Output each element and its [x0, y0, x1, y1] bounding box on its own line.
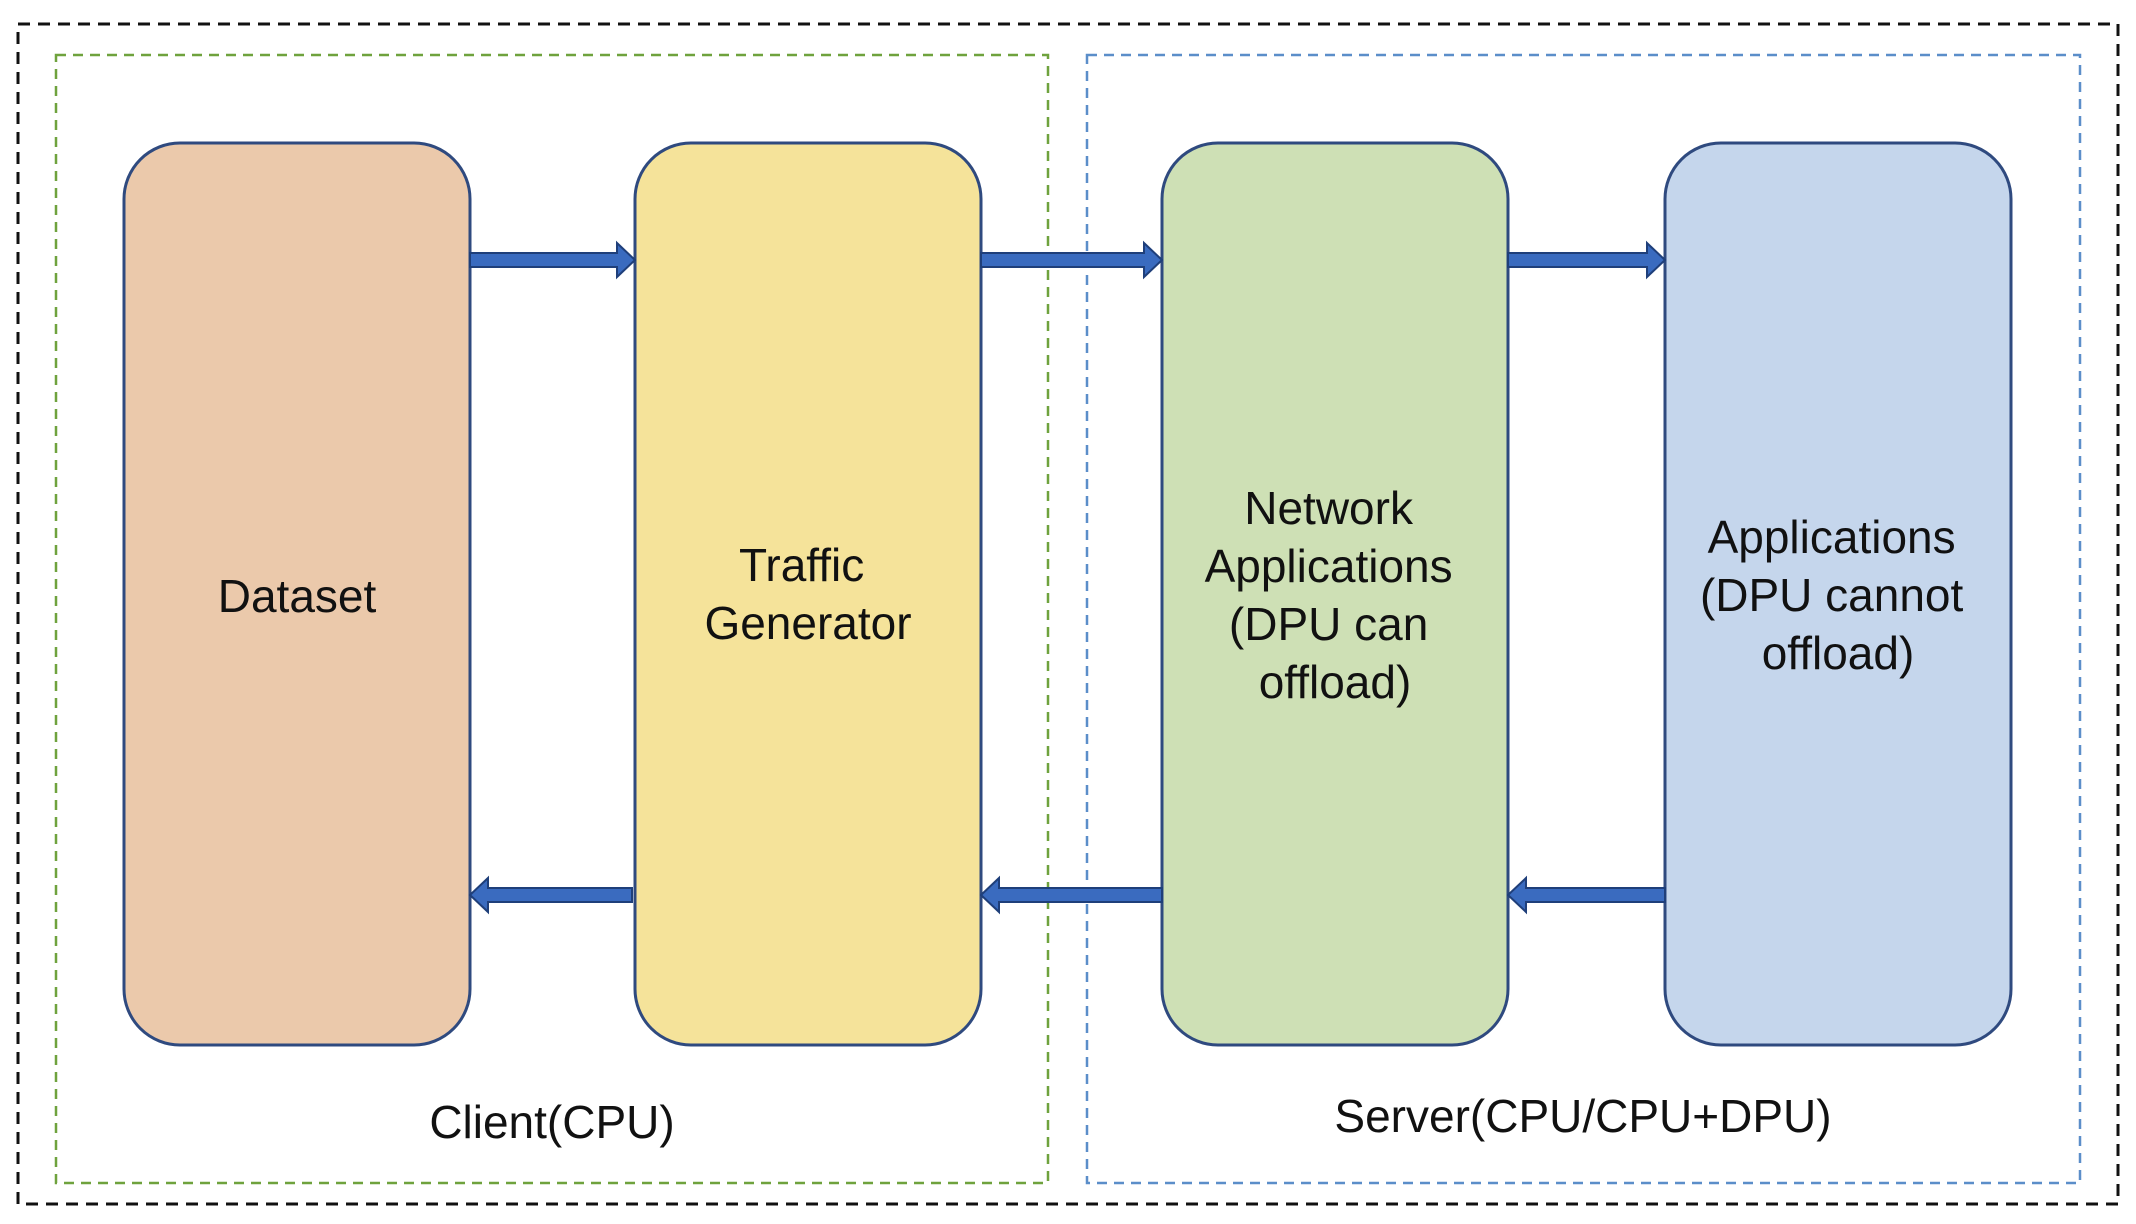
applications-label-line: Applications	[1708, 511, 1956, 563]
dataset-label: Dataset	[218, 570, 377, 622]
traffic-generator-box	[633, 141, 983, 1047]
server-group-label: Server(CPU/CPU+DPU)	[1334, 1090, 1831, 1142]
dataset-label-line: Dataset	[218, 570, 377, 622]
dataset-box	[122, 141, 472, 1047]
arrow-network-applications-to-applications	[1507, 240, 1667, 280]
applications-box	[1663, 141, 2013, 1047]
network-applications-label-line: offload)	[1259, 656, 1412, 708]
network-applications-label-line: (DPU can	[1229, 598, 1428, 650]
server-group-frame	[1085, 53, 2082, 1185]
arrow-dataset-to-traffic-generator	[469, 240, 637, 280]
traffic-generator-label-line: Traffic	[739, 539, 864, 591]
applications-label-line: offload)	[1762, 627, 1915, 679]
arrow-applications-to-network-applications	[1506, 875, 1666, 915]
client-group-label: Client(CPU)	[429, 1096, 674, 1148]
traffic-generator-label-line: Generator	[704, 597, 911, 649]
arrow-network-applications-to-traffic-generator	[979, 875, 1163, 915]
arrow-traffic-generator-to-network-applications	[980, 240, 1164, 280]
network-applications-box	[1160, 141, 1510, 1047]
applications-label: Applications (DPU cannot offload)	[1700, 511, 1976, 679]
network-applications-label-line: Network	[1244, 482, 1414, 534]
network-applications-label-line: Applications	[1205, 540, 1453, 592]
client-group-frame	[54, 53, 1050, 1185]
arrow-traffic-generator-to-dataset	[468, 875, 633, 915]
traffic-generator-label: Traffic Generator	[704, 539, 911, 649]
applications-label-line: (DPU cannot	[1700, 569, 1964, 621]
outer-frame	[16, 22, 2120, 1206]
network-applications-label: Network Applications (DPU can offload)	[1205, 482, 1466, 708]
